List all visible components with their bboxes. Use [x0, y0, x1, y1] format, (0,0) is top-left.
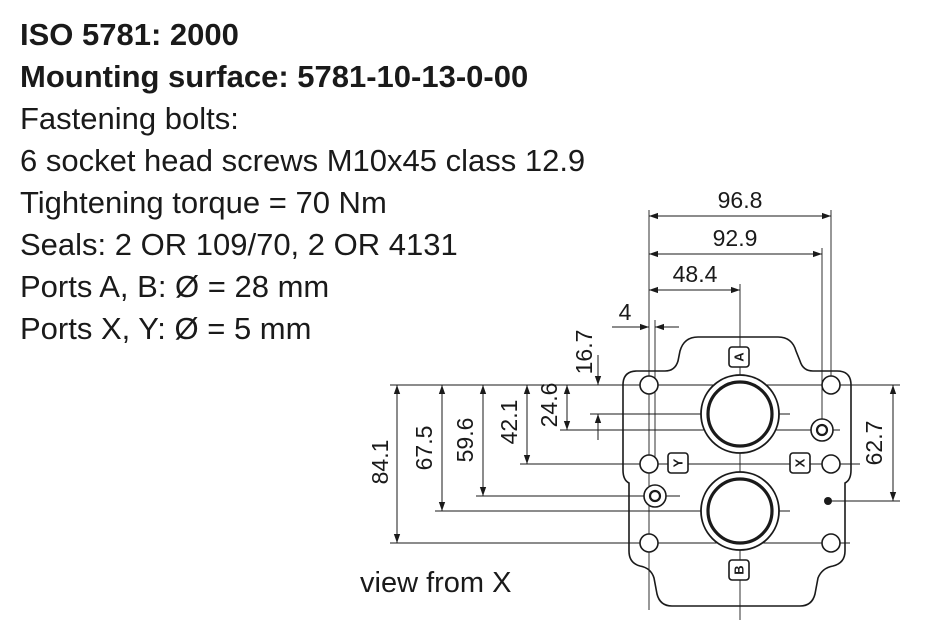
dim-port-y-x: 4: [619, 299, 632, 325]
port-label-y: Y: [667, 452, 689, 474]
bolt-hole: [821, 533, 841, 553]
standard-title: ISO 5781: 2000: [20, 17, 239, 52]
svg-text:X: X: [793, 458, 808, 467]
bolt-hole: [639, 533, 659, 553]
dim-port-ab-x: 48.4: [673, 261, 718, 287]
ports-ab-spec: Ports A, B: Ø = 28 mm: [20, 269, 330, 304]
port-x: [810, 418, 834, 442]
view-caption: view from X: [360, 567, 511, 599]
plate-outline: [622, 336, 852, 607]
port-b: [700, 471, 780, 551]
port-label-a: A: [728, 346, 750, 368]
bolts-spec: 6 socket head screws M10x45 class 12.9: [20, 143, 586, 178]
mounting-surface-title: Mounting surface: 5781-10-13-0-00: [20, 59, 529, 94]
dim-right-height: 62.7: [861, 421, 887, 466]
ports-xy-spec: Ports X, Y: Ø = 5 mm: [20, 311, 312, 346]
torque-spec: Tightening torque = 70 Nm: [20, 185, 387, 220]
port-label-b: B: [728, 559, 750, 581]
dim-port-x-y: 24.6: [536, 383, 562, 428]
svg-text:Y: Y: [671, 458, 686, 467]
seals-spec: Seals: 2 OR 109/70, 2 OR 4131: [20, 227, 458, 262]
bolt-hole: [821, 454, 841, 474]
svg-text:B: B: [732, 565, 747, 574]
bolt-hole: [821, 375, 841, 395]
dim-port-y-y: 59.6: [452, 418, 478, 463]
port-a: [700, 374, 780, 454]
dim-bolt-span-width: 92.9: [713, 225, 758, 251]
dimension-lines: [393, 212, 897, 543]
bolt-holes: [639, 375, 841, 553]
locating-pin: [824, 497, 832, 505]
port-y: [643, 484, 667, 508]
dim-total-width: 96.8: [718, 187, 763, 213]
extension-lines: [390, 210, 900, 620]
dim-port-a-y: 16.7: [571, 330, 597, 375]
dim-total-height: 84.1: [367, 440, 393, 485]
dim-mid-bolts-y: 42.1: [496, 400, 522, 445]
specification-text: ISO 5781: 2000 Mounting surface: 5781-10…: [20, 14, 585, 350]
bolts-heading: Fastening bolts:: [20, 101, 239, 136]
bolt-hole: [639, 375, 659, 395]
dim-port-b-y: 67.5: [411, 426, 437, 471]
port-label-x: X: [789, 452, 811, 474]
bolt-hole: [639, 454, 659, 474]
svg-text:A: A: [732, 352, 747, 362]
